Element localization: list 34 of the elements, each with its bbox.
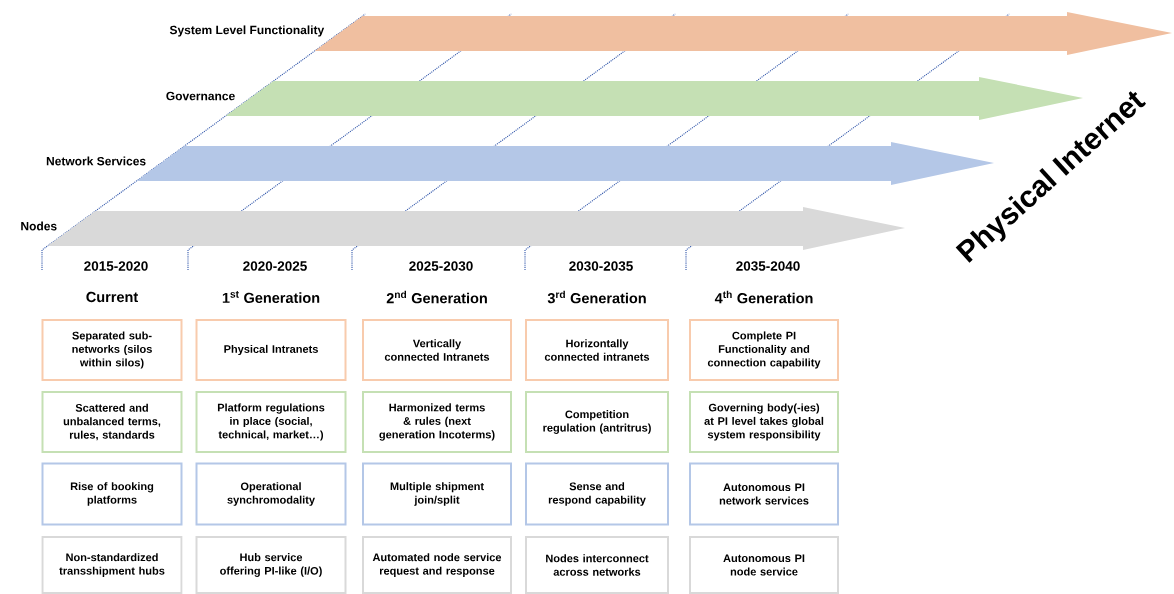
text-box: Autonomous PI node service <box>689 536 839 594</box>
text-box: Vertically connected Intranets <box>362 319 512 381</box>
text-box: Automated node service request and response <box>362 536 512 594</box>
band-label: Nodes <box>21 221 57 231</box>
text-box: Separated sub-networks (silos within silos) <box>41 319 183 381</box>
text-box: Operational synchromodality <box>195 462 347 526</box>
generation-heading: 4$^{th}$ Generation <box>714 290 813 304</box>
year-label: 2015-2020 <box>84 261 148 271</box>
year-label: 2025-2030 <box>409 261 473 271</box>
text-box: Nodes interconnect across networks <box>525 536 669 594</box>
text-box: Competition regulation (antritrus) <box>525 391 669 453</box>
generation-heading: 2$^{nd}$ Generation <box>386 290 487 304</box>
band-label: Network Services <box>46 156 146 166</box>
generation-heading: 3$^{rd}$ Generation <box>547 290 646 304</box>
text-box: Non-standardized transshipment hubs <box>41 536 183 594</box>
text-box: Governing body(-ies) at PI level takes global system responsibility <box>689 391 839 453</box>
text-box: Complete PI Functionality and connection capability <box>689 319 839 381</box>
text-box: Physical Intranets <box>195 319 347 381</box>
text-box: Horizontally connected intranets <box>525 319 669 381</box>
generation-heading: Current <box>86 291 138 303</box>
text-box: Scattered and unbalanced terms, rules, standards <box>41 391 183 453</box>
band-label: Governance <box>166 91 235 101</box>
text-box: Multiple shipment join/split <box>362 462 512 526</box>
text-box: Rise of booking platforms <box>41 462 183 526</box>
text-box: Sense and respond capability <box>525 462 669 526</box>
band-label: System Level Functionality <box>169 25 325 37</box>
text-box: Autonomous PI network services <box>689 462 839 526</box>
generation-heading: 1$^{st}$ Generation <box>222 291 320 303</box>
text-box: Harmonized terms & rules (next generation Incoterms) <box>362 391 512 453</box>
year-label: 2035-2040 <box>736 261 800 271</box>
text-box: Platform regulations in place (social, technical, market…) <box>195 391 347 453</box>
text-box: Hub service offering PI-like (I/O) <box>195 536 347 594</box>
year-label: 2020-2025 <box>243 261 307 271</box>
year-label: 2030-2035 <box>569 261 633 271</box>
